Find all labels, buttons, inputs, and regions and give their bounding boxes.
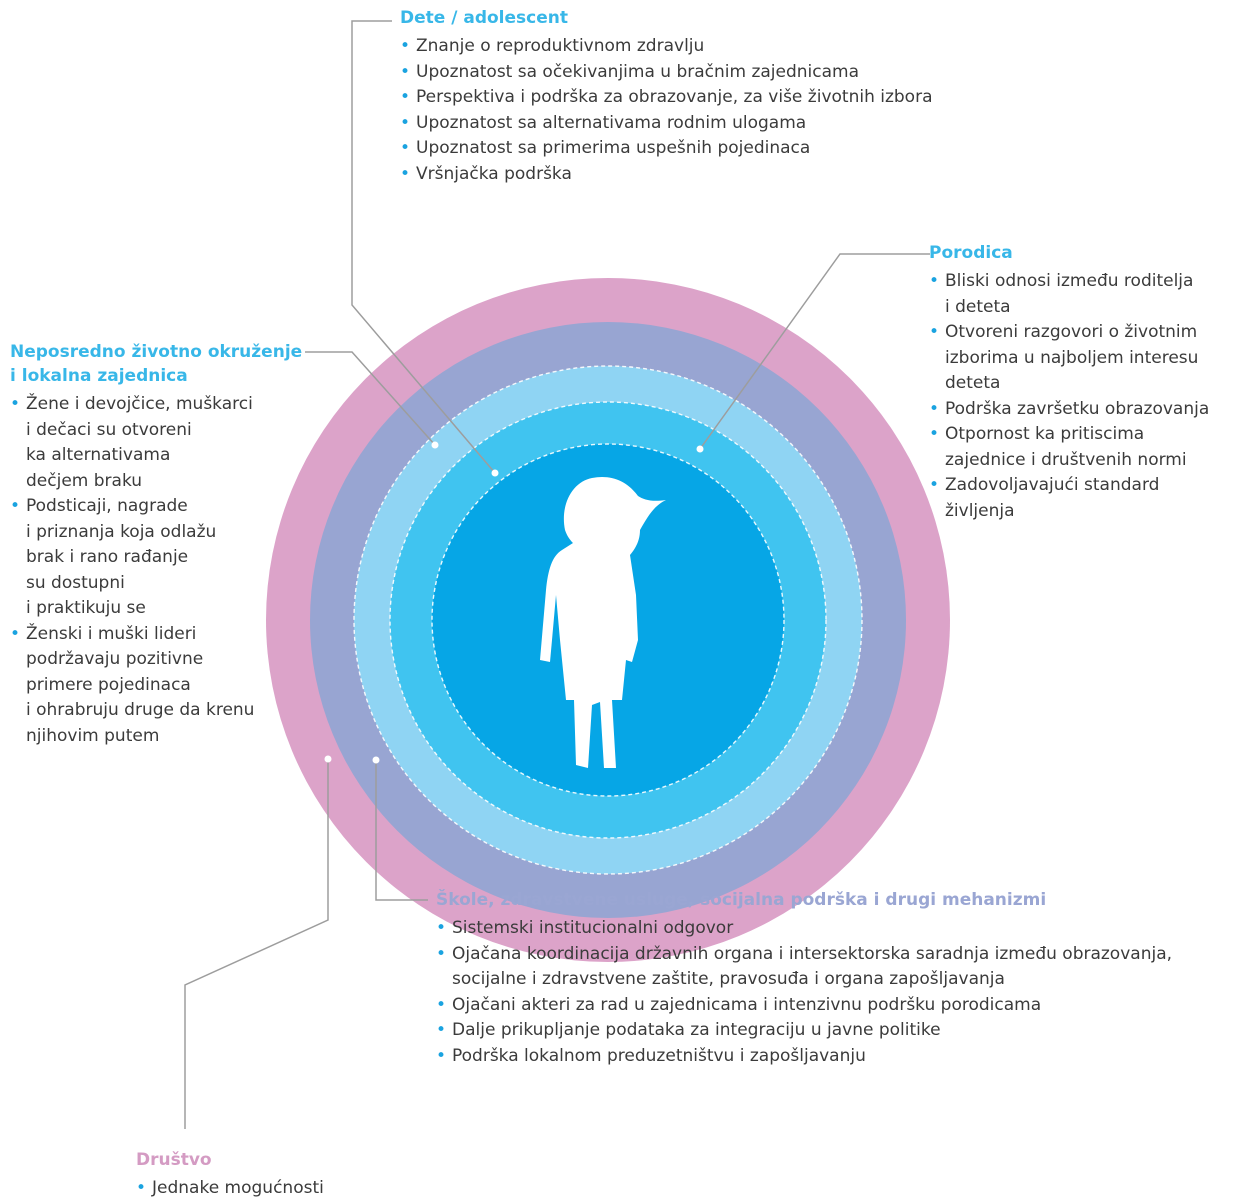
group-community-title: Neposredno životno okruženje i lokalna z… (10, 342, 303, 386)
group-family: Porodica Bliski odnosi između roditelja … (929, 241, 1229, 524)
list-item: Zadovoljavajući standard življenja (929, 473, 1229, 524)
list-item: Podrška završetku obrazovanja (929, 397, 1229, 423)
list-item: Sistemski institucionalni odgovor (436, 916, 1231, 942)
list-item: Jednake mogućnosti (136, 1176, 386, 1202)
list-item: Podsticaji, nagrade i priznanja koja odl… (10, 494, 310, 622)
list-item: Upoznatost sa očekivanjima u bračnim zaj… (400, 60, 1020, 86)
list-item: Otvoreni razgovori o životnim izborima u… (929, 320, 1229, 397)
connector-lines (184, 20, 930, 1129)
group-community: Neposredno životno okruženje i lokalna z… (10, 340, 310, 749)
connector-family (699, 253, 930, 450)
connector-dots (324, 441, 704, 764)
list-item: Otpornost ka pritiscima zajednice i druš… (929, 422, 1229, 473)
list-item: Perspektiva i podrška za obrazovanje, za… (400, 85, 1020, 111)
list-item: Dalje prikupljanje podataka za integraci… (436, 1018, 1231, 1044)
list-item: Žene i devojčice, muškarci i dečaci su o… (10, 392, 310, 494)
ring-dashed-borders (353, 365, 863, 875)
group-institutions-title: Škole, zdravstvene usluge, socijalna pod… (436, 890, 1047, 910)
group-institutions: Škole, zdravstvene usluge, socijalna pod… (436, 888, 1231, 1069)
list-item: Upoznatost sa alternativama rodnim uloga… (400, 111, 1020, 137)
list-item: Ojačana koordinacija državnih organa i i… (436, 942, 1231, 993)
group-child: Dete / adolescent Znanje o reproduktivno… (400, 6, 1020, 187)
group-society-title: Društvo (136, 1150, 212, 1170)
list-item: Bliski odnosi između roditelja i deteta (929, 269, 1229, 320)
group-society-list: Jednake mogućnosti (136, 1176, 386, 1202)
group-child-list: Znanje o reproduktivnom zdravlju Upoznat… (400, 34, 1020, 187)
group-institutions-list: Sistemski institucionalni odgovor Ojačan… (436, 916, 1231, 1069)
group-community-list: Žene i devojčice, muškarci i dečaci su o… (10, 392, 310, 749)
group-society: Društvo Jednake mogućnosti (136, 1148, 386, 1202)
list-item: Upoznatost sa primerima uspešnih pojedin… (400, 136, 1020, 162)
list-item: Ženski i muški lideri podržavaju pozitiv… (10, 622, 310, 750)
group-family-list: Bliski odnosi između roditelja i deteta … (929, 269, 1229, 524)
group-family-title: Porodica (929, 243, 1013, 263)
connector-community (305, 351, 436, 446)
connector-institutions (375, 760, 428, 901)
group-child-title: Dete / adolescent (400, 8, 568, 28)
list-item: Vršnjačka podrška (400, 162, 1020, 188)
list-item: Podrška lokalnom preduzetništvu i zapošl… (436, 1044, 1231, 1070)
list-item: Ojačani akteri za rad u zajednicama i in… (436, 993, 1231, 1019)
connector-child (351, 20, 496, 474)
list-item: Znanje o reproduktivnom zdravlju (400, 34, 1020, 60)
child-silhouette-icon (540, 476, 666, 768)
connector-society (184, 759, 329, 1129)
